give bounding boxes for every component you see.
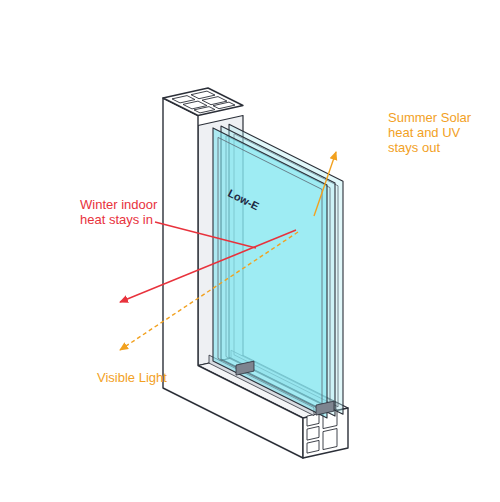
glass-pane	[213, 128, 327, 418]
jamb-profile	[163, 88, 243, 116]
profile-chamber	[194, 107, 215, 113]
visible-light-label: Visible Light	[97, 370, 167, 385]
heat-ray-in	[155, 222, 256, 248]
summer-label: Summer Solar heat and UV stays out	[388, 110, 492, 155]
profile-chamber	[213, 102, 235, 109]
profile-chamber	[307, 440, 319, 453]
winter-label: Winter indoor heat stays in	[80, 197, 158, 227]
profile-chamber	[323, 429, 337, 450]
solar-ray-reflected	[314, 152, 336, 216]
spacer	[316, 401, 334, 415]
profile-chamber	[191, 91, 215, 99]
visible-light-ray	[120, 232, 298, 350]
profile-chamber	[172, 96, 195, 103]
profile-chamber	[307, 426, 319, 440]
glass-pane-edge	[218, 137, 322, 410]
spacer	[236, 361, 254, 375]
